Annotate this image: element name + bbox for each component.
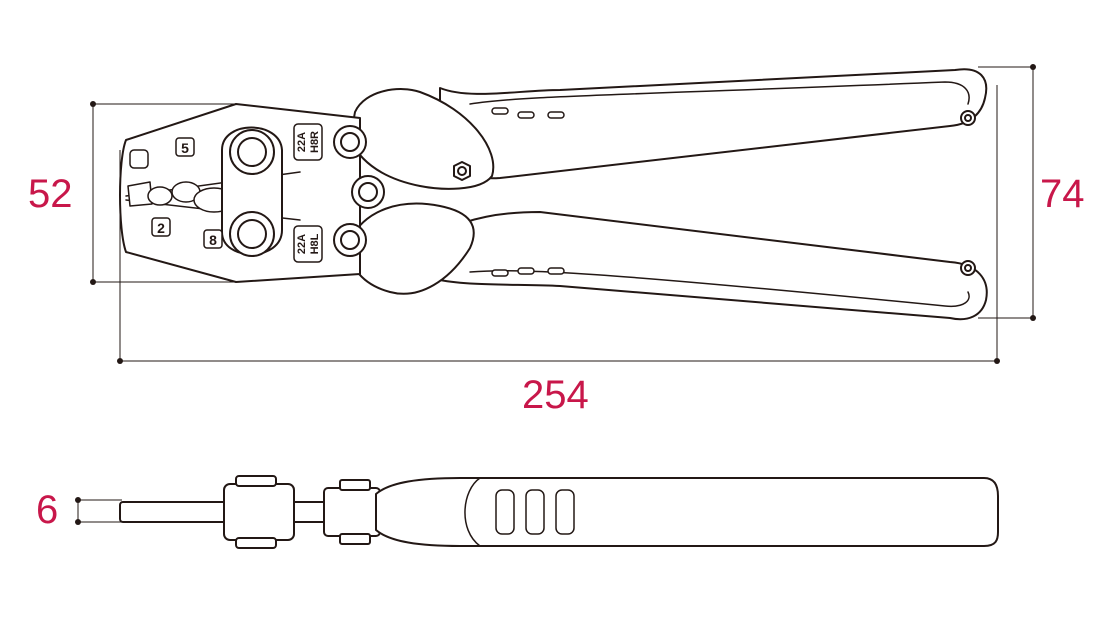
dimension-6-label: 6 — [36, 488, 58, 532]
upper-handle — [439, 68, 988, 180]
crimper-top-view — [119, 68, 988, 321]
marking-5: 5 — [181, 140, 189, 156]
marking-lower-die-bottom: H8L — [309, 233, 321, 254]
marking-lower-die-top: 22A — [296, 234, 308, 254]
marking-8: 8 — [209, 232, 217, 248]
lower-handle — [439, 211, 988, 321]
dimension-endpoints — [75, 64, 1036, 525]
dimension-254-label: 254 — [522, 373, 589, 417]
marking-2: 2 — [157, 220, 165, 236]
lower-link — [348, 202, 475, 295]
dimension-74-label: 74 — [1040, 172, 1085, 216]
side-handle — [375, 477, 999, 547]
marking-upper-die-bottom: H8R — [309, 131, 321, 153]
dimension-lines — [77, 66, 1034, 523]
dimension-52-label: 52 — [28, 172, 73, 216]
crimper-side-view — [119, 475, 999, 549]
marking-upper-die-top: 22A — [296, 132, 308, 152]
